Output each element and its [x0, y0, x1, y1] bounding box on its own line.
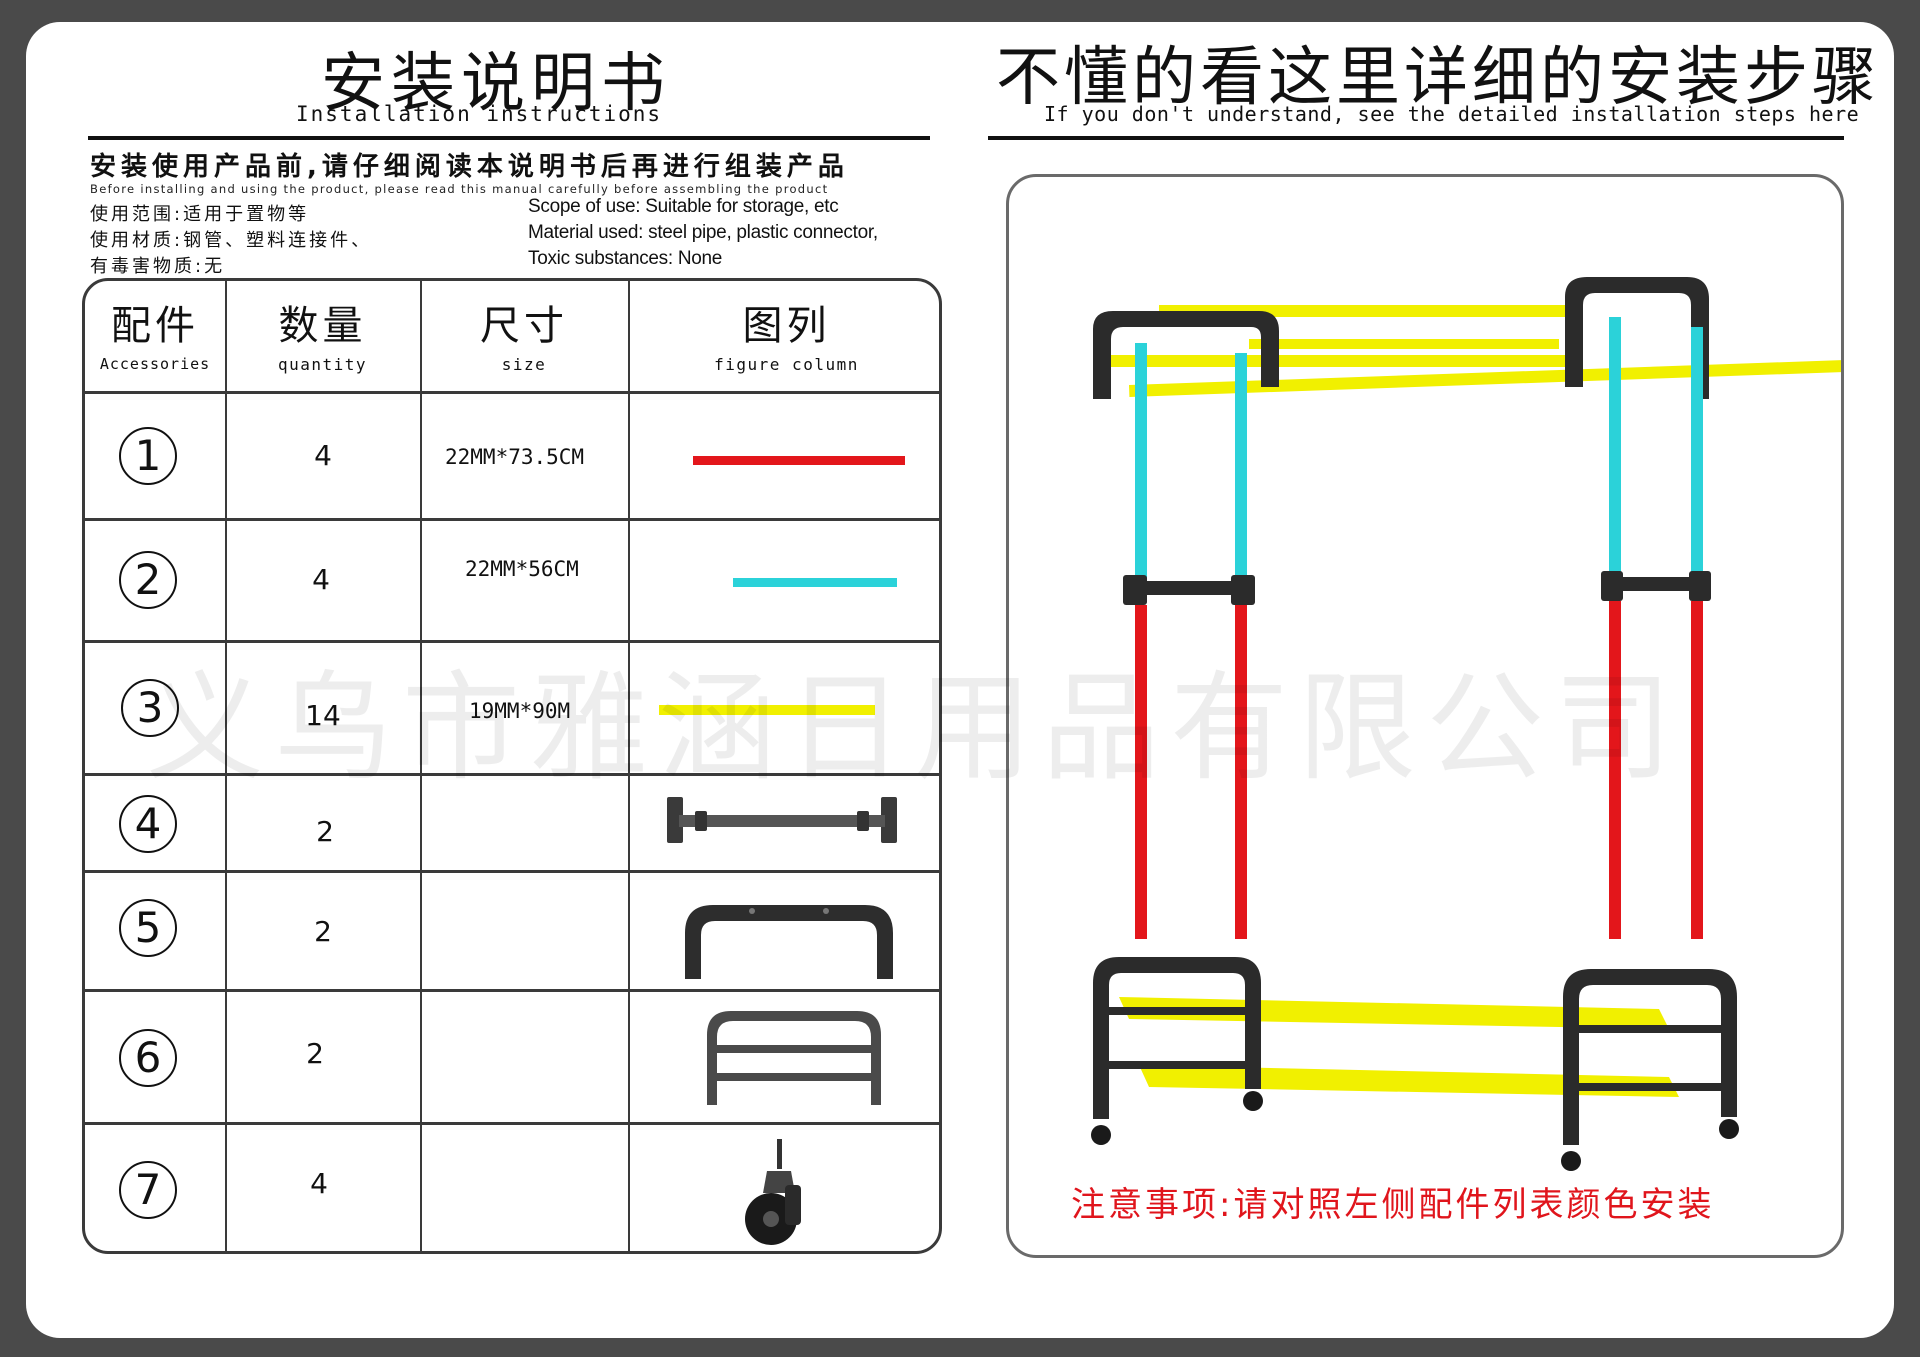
toxic-en: Toxic substances: None — [528, 248, 723, 269]
row-number-4: 4 — [119, 795, 177, 853]
row-number-2: 2 — [119, 551, 177, 609]
intro-cn: 安装使用产品前,请仔细阅读本说明书后再进行组装产品 — [90, 152, 849, 182]
instruction-sheet: 安装说明书 Installation instructions 不懂的看这里详细… — [26, 22, 1894, 1338]
row-qty-6: 2 — [306, 1037, 324, 1070]
material-en: Material used: steel pipe, plastic conne… — [528, 222, 878, 243]
header-quantity: 数量 quantity — [277, 303, 368, 374]
accessories-table: 配件 Accessories 数量 quantity 尺寸 size 图列 fi… — [82, 278, 942, 1254]
assembly-illustration-frame: 注意事项:请对照左侧配件列表颜色安装 — [1006, 174, 1844, 1258]
scope-en: Scope of use: Suitable for storage, etc — [528, 196, 839, 217]
row-qty-3: 14 — [305, 699, 341, 732]
yellow-tube-icon — [659, 705, 875, 715]
red-tube-icon — [693, 456, 905, 465]
row-qty-2: 4 — [312, 563, 330, 596]
row-number-3: 3 — [121, 679, 179, 737]
intro-en: Before installing and using the product,… — [90, 182, 829, 196]
row-qty-1: 4 — [314, 439, 332, 472]
base-frame-icon — [707, 1011, 881, 1105]
row-number-1: 1 — [119, 427, 177, 485]
assembly-note: 注意事项:请对照左侧配件列表颜色安装 — [1071, 1185, 1715, 1225]
material-cn: 使用材质:钢管、塑料连接件、 — [90, 230, 373, 251]
left-title-rule — [88, 136, 930, 140]
row-qty-5: 2 — [314, 915, 332, 948]
caster-wheel-icon — [745, 1139, 801, 1245]
row-size-3: 19MM*90M — [469, 699, 571, 723]
scope-cn: 使用范围:适用于置物等 — [90, 204, 310, 225]
header-figure: 图列 figure column — [714, 303, 859, 374]
right-title-cn: 不懂的看这里详细的安装步骤 — [996, 41, 1880, 115]
row-size-1: 22MM*73.5CM — [445, 445, 585, 469]
top-arch-connector-icon — [685, 905, 893, 979]
toxic-cn: 有毒害物质:无 — [90, 256, 226, 277]
middle-connector-bar-icon — [667, 797, 897, 843]
right-title-en: If you don't understand, see the detaile… — [1044, 102, 1860, 126]
row-qty-7: 4 — [310, 1167, 328, 1200]
row-size-2: 22MM*56CM — [465, 557, 579, 581]
left-title-en: Installation instructions — [296, 102, 663, 126]
header-accessories: 配件 Accessories — [99, 303, 211, 373]
row-number-6: 6 — [119, 1029, 177, 1087]
cyan-tube-icon — [733, 578, 897, 587]
row-number-5: 5 — [119, 899, 177, 957]
row-qty-4: 2 — [316, 815, 334, 848]
assembled-rack-illustration — [1091, 277, 1841, 1171]
row-number-7: 7 — [119, 1161, 177, 1219]
right-title-rule — [988, 136, 1844, 140]
header-size: 尺寸 size — [480, 303, 568, 374]
left-title-cn: 安装说明书 — [321, 47, 671, 121]
